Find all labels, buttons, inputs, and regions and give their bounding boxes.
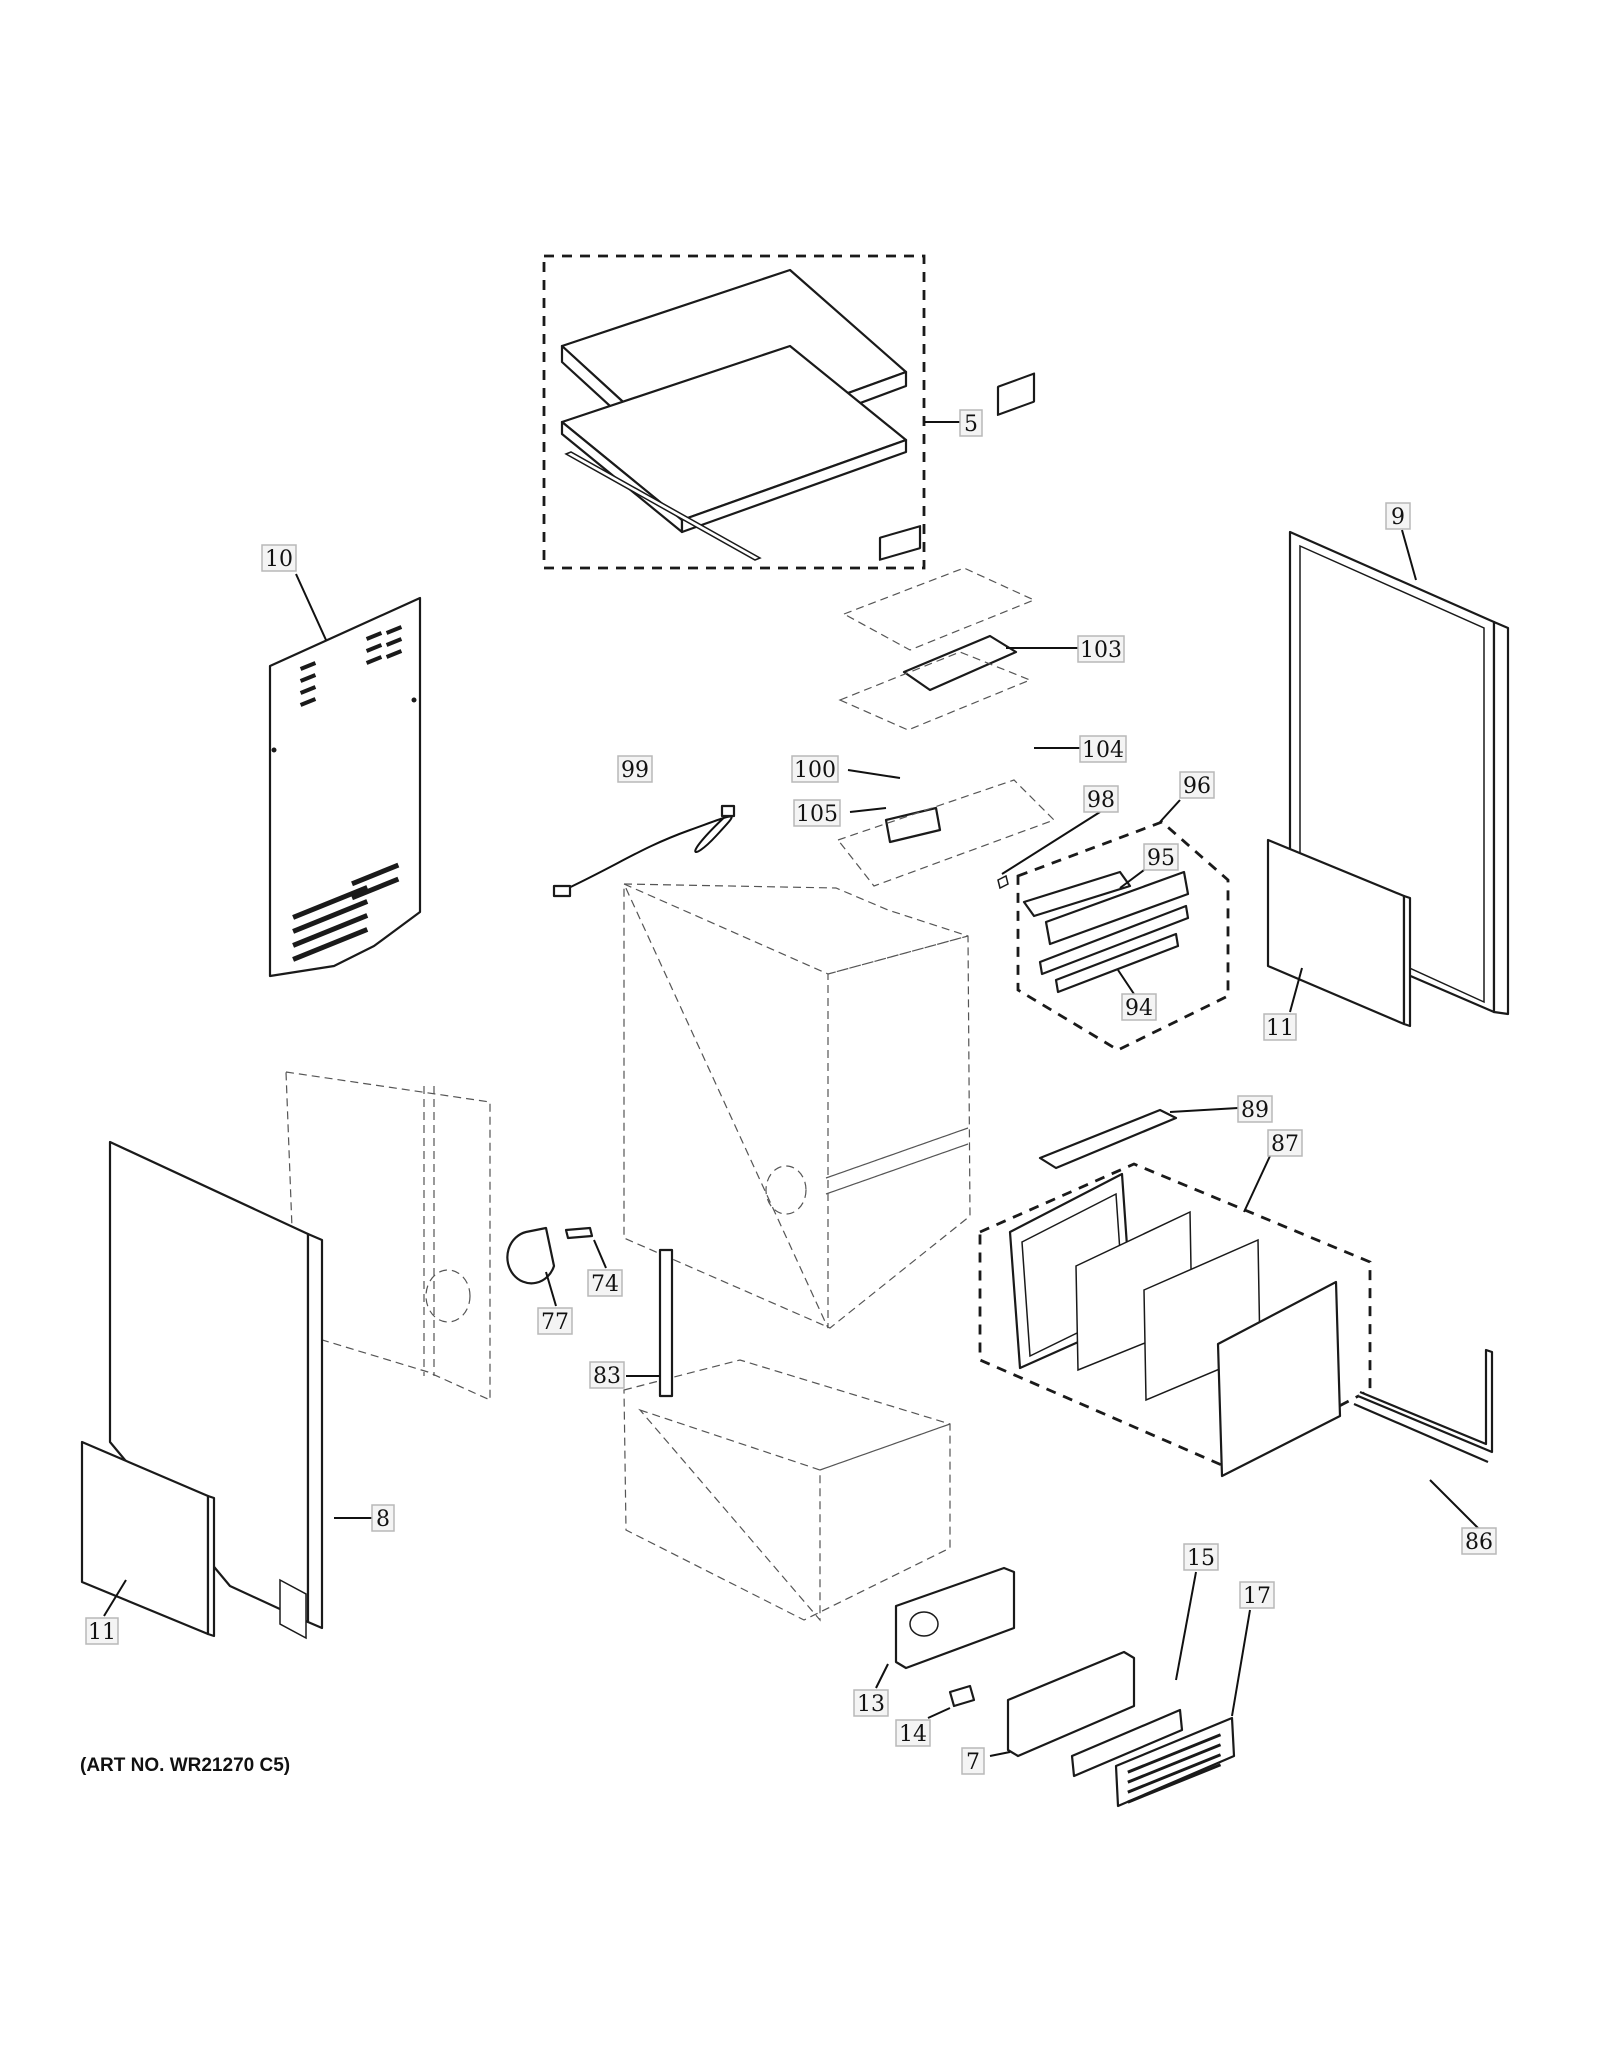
callout-5: 5	[959, 409, 983, 437]
part-96-light-bar-assembly	[1016, 820, 1230, 1052]
art-number: (ART NO. WR21270 C5)	[80, 1755, 291, 1776]
svg-text:98: 98	[1087, 788, 1115, 813]
callout-98: 98	[1083, 785, 1119, 813]
callout-95: 95	[1143, 843, 1179, 871]
svg-text:94: 94	[1125, 996, 1153, 1021]
part-8-left-side-panel	[108, 1140, 324, 1640]
leader-lines	[103, 421, 1479, 1757]
svg-text:89: 89	[1241, 1098, 1269, 1123]
callout-8: 8	[371, 1504, 395, 1532]
callout-104: 104	[1079, 735, 1127, 763]
callout-11-left: 11	[85, 1617, 119, 1645]
callout-13: 13	[853, 1689, 889, 1717]
svg-text:86: 86	[1465, 1530, 1493, 1555]
part-89-trim-strip	[1038, 1108, 1178, 1170]
svg-text:9: 9	[1391, 505, 1405, 530]
svg-text:104: 104	[1082, 738, 1124, 763]
callout-7: 7	[961, 1747, 985, 1775]
callout-89: 89	[1237, 1095, 1273, 1123]
callout-99: 99	[617, 755, 653, 783]
callout-103: 103	[1077, 635, 1125, 663]
svg-text:77: 77	[541, 1310, 569, 1335]
svg-text:17: 17	[1243, 1584, 1271, 1609]
part-11-left-small-panel	[80, 1440, 216, 1638]
svg-text:83: 83	[593, 1364, 621, 1389]
svg-text:103: 103	[1080, 638, 1122, 663]
callout-74: 74	[587, 1269, 623, 1297]
callout-94: 94	[1121, 993, 1157, 1021]
part-5-top-cover-assembly	[542, 254, 926, 570]
svg-text:10: 10	[265, 547, 293, 572]
svg-text:5: 5	[964, 412, 978, 437]
callout-77: 77	[537, 1307, 573, 1335]
callout-83: 83	[589, 1361, 625, 1389]
svg-text:87: 87	[1271, 1132, 1299, 1157]
callout-11-right: 11	[1263, 1013, 1297, 1041]
svg-text:96: 96	[1183, 774, 1211, 799]
svg-text:95: 95	[1147, 846, 1175, 871]
callout-14: 14	[895, 1719, 931, 1747]
callout-9: 9	[1385, 502, 1411, 530]
svg-text:100: 100	[794, 758, 836, 783]
callout-105: 105	[793, 799, 841, 827]
svg-text:14: 14	[899, 1722, 927, 1747]
svg-text:11: 11	[88, 1620, 116, 1645]
part-86-door-gasket	[1353, 1348, 1494, 1464]
bottom-grille-parts	[894, 1566, 1236, 1808]
part-11-right-small-panel	[1266, 838, 1412, 1028]
svg-text:74: 74	[591, 1272, 619, 1297]
svg-text:99: 99	[621, 758, 649, 783]
svg-text:7: 7	[966, 1750, 980, 1775]
svg-text:11: 11	[1266, 1016, 1294, 1041]
callout-86: 86	[1461, 1527, 1497, 1555]
callout-15: 15	[1183, 1543, 1219, 1571]
svg-text:105: 105	[796, 802, 838, 827]
part-10-left-back-panel	[268, 596, 422, 978]
svg-text:8: 8	[376, 1507, 390, 1532]
svg-text:15: 15	[1187, 1546, 1215, 1571]
callout-10: 10	[261, 544, 297, 572]
callout-17: 17	[1239, 1581, 1275, 1609]
main-cabinet-ghost	[285, 882, 971, 1622]
callout-100: 100	[791, 755, 839, 783]
callout-87: 87	[1267, 1129, 1303, 1157]
control-housing-stack	[552, 372, 1056, 898]
svg-text:13: 13	[857, 1692, 885, 1717]
callout-96: 96	[1179, 771, 1215, 799]
small-parts-74-77-83	[506, 1226, 674, 1398]
part-87-door-assembly	[978, 1162, 1372, 1478]
